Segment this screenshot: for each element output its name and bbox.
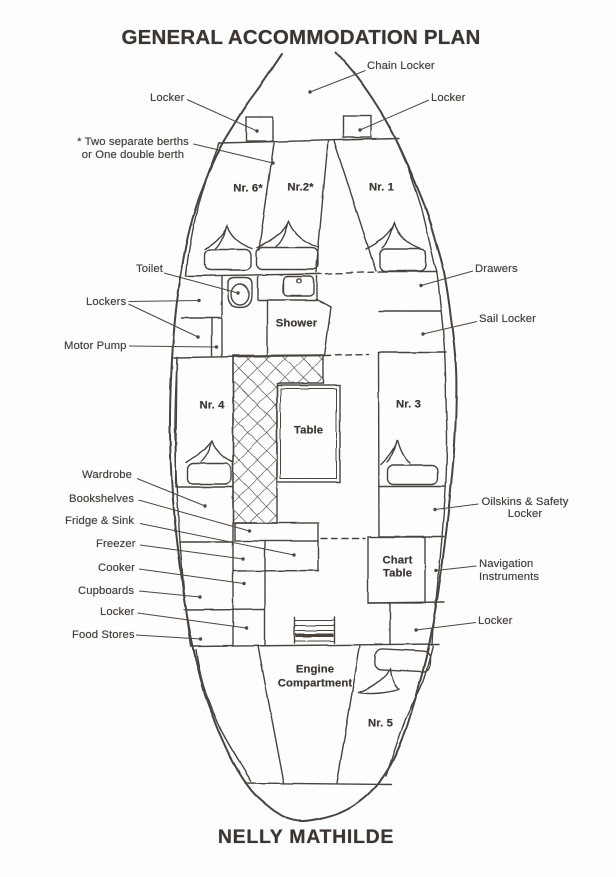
page-title: GENERAL ACCOMMODATION PLAN: [121, 26, 481, 49]
label-locker-bow-right: Locker: [431, 92, 466, 104]
label-lockers: Lockers: [86, 295, 127, 308]
label-locker-galley: Locker: [100, 606, 135, 618]
label-cooker: Cooker: [98, 562, 136, 574]
label-berth-3: Nr. 3: [396, 398, 421, 411]
label-berth-4: Nr. 4: [199, 399, 225, 412]
label-berth-5: Nr. 5: [368, 716, 393, 729]
label-table: Table: [293, 424, 324, 437]
label-shower: Shower: [275, 317, 318, 330]
label-sail-locker: Sail Locker: [479, 313, 536, 325]
label-berth-2: Nr.2*: [287, 180, 314, 193]
label-drawers: Drawers: [475, 263, 518, 275]
boat-name: NELLY MATHILDE: [217, 826, 395, 848]
label-chain-locker: Chain Locker: [367, 60, 435, 72]
label-wardrobe: Wardrobe: [82, 468, 132, 481]
label-bookshelves: Bookshelves: [69, 492, 135, 505]
label-berth-1: Nr. 1: [369, 180, 394, 193]
label-freezer: Freezer: [96, 537, 136, 550]
label-toilet: Toilet: [136, 263, 163, 275]
label-locker-bow-left: Locker: [150, 91, 185, 104]
label-fridge-sink: Fridge & Sink: [65, 515, 135, 527]
label-cupboards: Cupboards: [78, 584, 135, 597]
label-motor-pump: Motor Pump: [64, 339, 127, 352]
label-food-stores: Food Stores: [72, 628, 135, 641]
label-berth-6: Nr. 6*: [233, 182, 263, 195]
label-locker-aft: Locker: [478, 614, 513, 627]
